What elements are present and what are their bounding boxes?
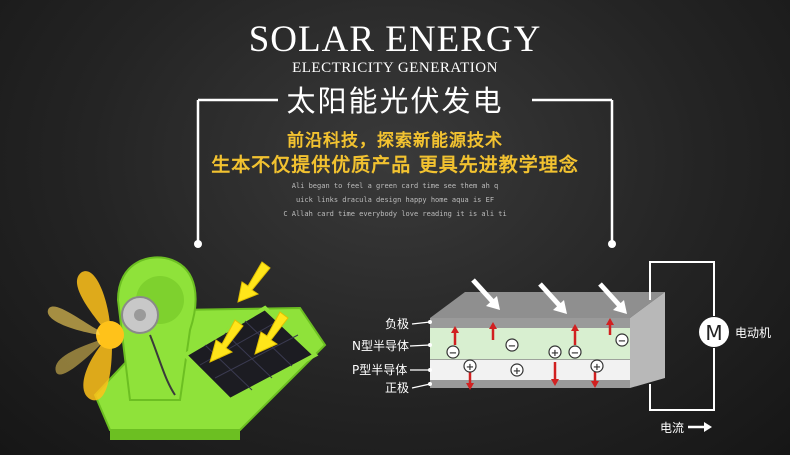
label-n-semiconductor: N型半导体 (352, 339, 409, 353)
label-p-semiconductor: P型半导体 (352, 363, 407, 377)
electron-sign: − (571, 348, 579, 359)
current-arrow-icon (704, 422, 712, 432)
page-title: SOLAR ENERGY (248, 19, 542, 60)
solar-cell-diagram: − − − − + + + + (430, 278, 665, 390)
current-label: 电流 (660, 421, 684, 435)
motor-icon (699, 317, 729, 347)
label-negative-electrode: 负极 (385, 317, 409, 331)
label-positive-electrode: 正极 (385, 381, 409, 395)
electron-sign: − (508, 341, 516, 352)
hole-sign: + (513, 366, 521, 377)
slogan-line-1: 前沿科技，探索新能源技术 (287, 131, 503, 151)
hole-sign: + (466, 362, 474, 373)
slogan-line-2: 生本不仅提供优质产品 更具先进教学理念 (211, 154, 579, 176)
motor-label: 电动机 (735, 326, 771, 340)
electron-sign: − (449, 348, 457, 359)
chinese-title: 太阳能光伏发电 (286, 84, 504, 118)
motor-symbol: M (705, 321, 722, 345)
decor-text-line: uick links dracula design happy home aqu… (295, 196, 495, 204)
page-subtitle: ELECTRICITY GENERATION (292, 60, 498, 76)
electron-sign: − (618, 336, 626, 347)
hole-sign: + (551, 348, 559, 359)
hole-sign: + (593, 362, 601, 373)
decor-text-line: Ali began to feel a green card time see … (291, 182, 499, 190)
decor-text-line: C Allah card time everybody love reading… (283, 210, 507, 218)
